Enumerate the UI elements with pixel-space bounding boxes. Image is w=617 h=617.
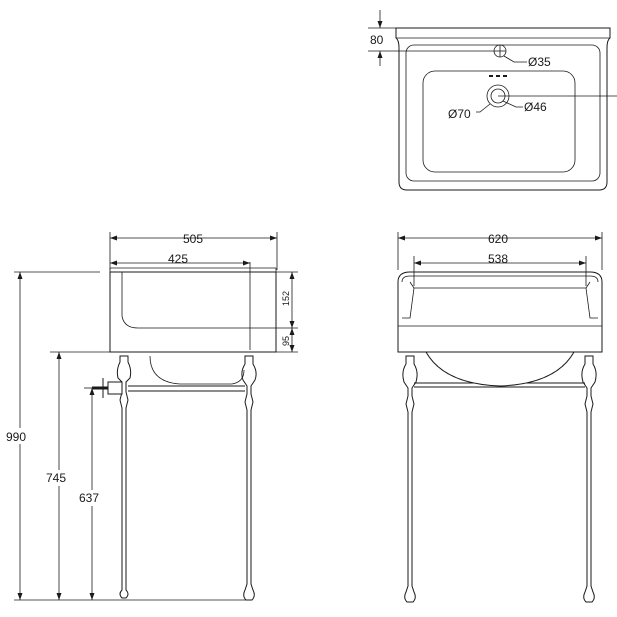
dim-total-height-label: 990 [6, 430, 26, 444]
dim-bowl-width-label: 538 [488, 252, 508, 266]
dim-waste-outer-label: Ø70 [448, 107, 471, 121]
dim-shelf-label: 95 [281, 336, 291, 346]
front-rim-inner [402, 287, 598, 319]
dim-overall-depth-label: 505 [183, 232, 203, 246]
side-basin-body [109, 271, 277, 353]
dim-edge-label: 80 [370, 33, 384, 47]
top-view-inner-outline [405, 44, 601, 182]
waste-outlet [107, 381, 123, 395]
front-bowl-underside [425, 351, 575, 387]
front-basin-body [397, 271, 603, 353]
dim-waste-height-label: 637 [79, 491, 99, 505]
side-bowl-inner [121, 272, 276, 329]
front-right-leg [581, 355, 597, 603]
top-view-outline [395, 27, 611, 191]
top-view-bowl [422, 70, 576, 173]
side-view: 505 425 152 95 990 745 [4, 232, 298, 601]
dim-rim-height-label: 745 [46, 471, 66, 485]
side-bowl-underside [149, 355, 245, 385]
dim-bowl-depth-label: 425 [168, 252, 188, 266]
front-view: 620 538 [397, 232, 603, 603]
rear-leg [116, 355, 132, 599]
front-rim-back [401, 275, 599, 283]
dim-basin-height-label: 152 [281, 291, 291, 306]
front-leg [241, 355, 257, 601]
dim-overall-width-label: 620 [488, 232, 508, 246]
front-left-leg [402, 355, 418, 603]
dim-waste-inner-label: Ø46 [524, 100, 547, 114]
top-view: 80 Ø35 Ø70 Ø46 [368, 10, 617, 191]
dim-tap-hole-label: Ø35 [528, 55, 551, 69]
